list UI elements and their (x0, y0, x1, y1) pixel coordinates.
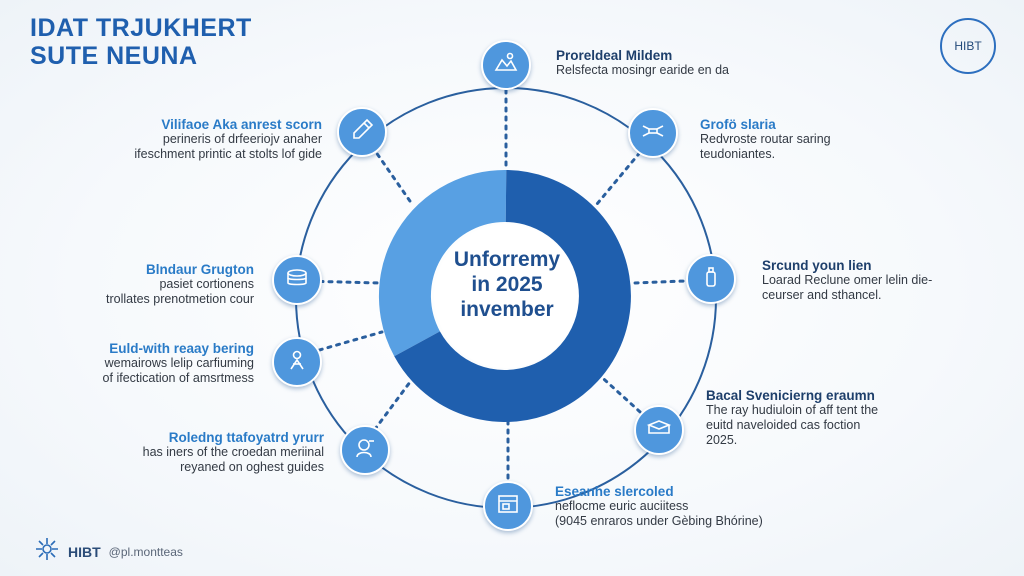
node-right (686, 254, 736, 304)
user-shield-icon (284, 347, 310, 378)
node-right-text-2: ceurser and sthancel. (762, 288, 882, 302)
node-top-right-heading: Grofö slaria (700, 117, 776, 132)
hibt-badge: HIBT (940, 18, 996, 74)
node-bottom-text-1: neflocme euric auciitess (555, 499, 689, 513)
node-bottom-text-2: (9045 enraros under Gèbing Bhórine) (555, 514, 763, 528)
node-bottom-left (340, 425, 390, 475)
node-left-lower-heading: Euld-with reaay bering (109, 341, 254, 356)
center-label: Unforremy in 2025 invember (432, 247, 582, 322)
coins-stack-icon (284, 265, 310, 296)
node-bottom-heading: Eseanhe slercoled (555, 484, 674, 499)
center-label-line-1: Unforremy (453, 248, 561, 271)
footer-handle: @pl.montteas (108, 544, 183, 559)
hibt-logo-icon (34, 536, 60, 567)
node-top-right (628, 108, 678, 158)
pen-icon (349, 117, 375, 148)
node-bottom-right-heading: Bacal Svenicierng eraumn (706, 388, 875, 403)
drone-icon (640, 118, 666, 149)
node-top-heading: Proreldeal Mildem (556, 48, 673, 63)
card-icon (646, 415, 672, 446)
node-bottom-right-text-1: The ray hudiuloin of aff tent the (706, 403, 879, 417)
node-top-left-heading: Vilifaoe Aka anrest scorn (161, 117, 322, 132)
node-bottom-left-heading: Roledng ttafoyatrd yrurr (168, 430, 324, 445)
page-title: IDAT TRJUKHERT SUTE NEUNA (30, 14, 252, 70)
node-top-label: Proreldeal Mildem Relsfecta mosingr eari… (556, 48, 816, 78)
node-bottom (483, 481, 533, 531)
node-left-upper-text-2: trollates prenotmetion cour (106, 292, 254, 306)
page-title-line-1: IDAT TRJUKHERT (30, 14, 252, 42)
node-left-upper (272, 255, 322, 305)
node-top-right-label: Grofö slaria Redvroste routar saring teu… (700, 117, 960, 162)
node-bottom-right-text-2: euitd naveloided cas foction (706, 418, 861, 432)
dotted-connectors (300, 88, 712, 498)
node-left-lower-text-2: of ifectication of amsrtmess (102, 371, 254, 385)
node-right-text-1: Loarad Reclune omer lelin die- (762, 273, 933, 287)
node-right-heading: Srcund youn lien (762, 258, 872, 273)
node-top-left-label: Vilifaoe Aka anrest scorn perineris of d… (62, 117, 322, 162)
node-top-right-text-2: teudoniantes. (700, 147, 776, 161)
node-left-upper-text-1: pasiet cortionens (159, 277, 254, 291)
node-top-left-text-2: ifeschment printic at stolts lof gide (134, 147, 322, 161)
node-bottom-right-label: Bacal Svenicierng eraumn The ray hudiulo… (706, 388, 966, 448)
node-top (481, 40, 531, 90)
node-bottom-right (634, 405, 684, 455)
node-bottom-left-label: Roledng ttafoyatrd yrurr has iners of th… (64, 430, 324, 475)
node-top-text-1: Relsfecta mosingr earide en da (556, 63, 730, 77)
node-top-left (337, 107, 387, 157)
browser-window-icon (495, 491, 521, 522)
node-bottom-left-text-1: has iners of the croedan meriinal (142, 445, 324, 459)
center-disc (434, 224, 578, 368)
node-left-lower-text-1: wemairows lelip carfiuming (104, 356, 254, 370)
center-label-line-2: in 2025 (471, 273, 543, 296)
node-bottom-right-text-3: 2025. (706, 433, 738, 447)
map-pin-icon (493, 50, 519, 81)
node-left-upper-label: Blndaur Grugton pasiet cortionens trolla… (0, 262, 254, 307)
node-top-right-text-1: Redvroste routar saring (700, 132, 831, 146)
node-left-lower (272, 337, 322, 387)
center-label-line-3: invember (460, 298, 554, 321)
center-ring-light-segment (378, 169, 507, 357)
node-right-label: Srcund youn lien Loarad Reclune omer lel… (762, 258, 1022, 303)
node-bottom-label: Eseanhe slercoled neflocme euric auciite… (555, 484, 815, 529)
node-top-left-text-1: perineris of drfeeriojv anaher (162, 132, 322, 146)
node-bottom-left-text-2: reyaned on oghest guides (180, 460, 324, 474)
center-ring-dark-segment (394, 170, 631, 422)
footer-brand: HIBT (68, 543, 101, 560)
page-title-line-2: SUTE NEUNA (30, 42, 198, 70)
bottle-icon (698, 264, 724, 295)
center-ring (378, 169, 631, 422)
node-left-upper-heading: Blndaur Grugton (146, 262, 254, 277)
person-tag-icon (352, 435, 378, 466)
footer: HIBT @pl.montteas (34, 536, 183, 567)
node-left-lower-label: Euld-with reaay bering wemairows lelip c… (0, 341, 254, 386)
